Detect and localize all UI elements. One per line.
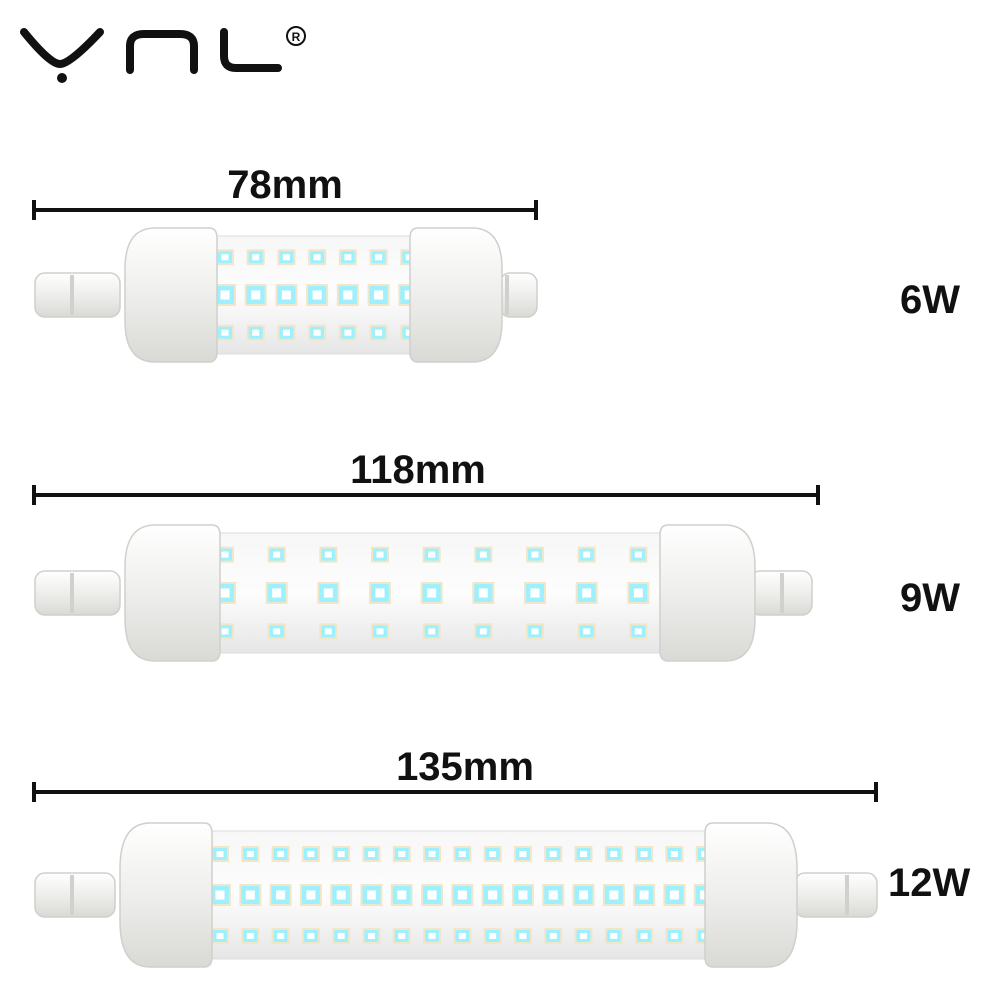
length-label-78mm: 78mm (227, 163, 343, 207)
dimension-ruler-135mm (32, 782, 878, 802)
dimension-ruler-118mm (32, 485, 820, 505)
wattage-label-9w: 9W (900, 576, 960, 620)
wattage-label-12w: 12W (888, 861, 971, 905)
length-label-135mm: 135mm (396, 745, 534, 789)
r7s-bulb-118mm (30, 522, 820, 669)
r7s-bulb-135mm (30, 820, 885, 975)
wattage-label-6w: 6W (900, 278, 960, 322)
ynl-logo-mark: R (20, 26, 306, 83)
r7s-bulb-78mm (30, 225, 545, 370)
dimension-ruler-78mm (32, 200, 538, 220)
ynl-logo: R (20, 18, 320, 83)
svg-text:R: R (292, 30, 301, 44)
length-label-118mm: 118mm (350, 448, 486, 492)
